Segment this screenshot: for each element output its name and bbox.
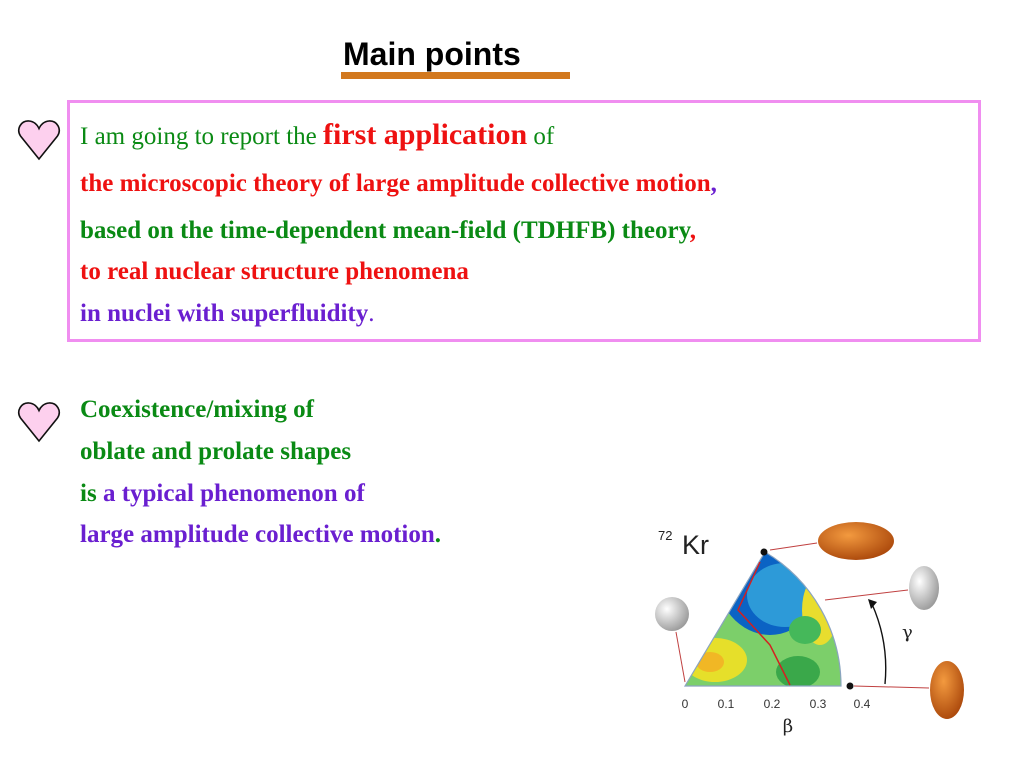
nucleus-mass-number: 72 (658, 528, 672, 543)
beta-tick-label: 0.1 (718, 697, 735, 711)
prolate-ellipsoid-icon (930, 661, 964, 719)
beta-tick-label: 0.3 (810, 697, 827, 711)
gamma-label: γ (902, 622, 913, 643)
main-point-box (67, 100, 981, 342)
point1-line2: the microscopic theory of large amplitud… (80, 170, 717, 197)
prolate-minimum-dot (760, 548, 768, 556)
triaxial-shape-icon (909, 566, 939, 610)
heart-bullet-icon (18, 120, 60, 161)
beta-tick-label: 0.4 (854, 697, 871, 711)
oblate-minimum-dot (846, 682, 854, 690)
point2-line3: is a typical phenomenon of (80, 480, 365, 507)
point2-line2: oblate and prolate shapes (80, 438, 352, 465)
beta-axis-label: β (783, 716, 793, 737)
heart-bullet-icon (18, 402, 60, 443)
point1-line4: to real nuclear structure phenomena (80, 258, 469, 285)
point1-line1: I am going to report the first applicati… (80, 118, 555, 151)
point1-line5: in nuclei with superfluidity. (80, 300, 375, 327)
gamma-arc (871, 603, 887, 685)
nucleus-symbol: Kr (682, 530, 709, 560)
point2-line1: Coexistence/mixing of (80, 396, 314, 423)
page-title: Main points (343, 36, 521, 72)
point2-line4: large amplitude collective motion. (80, 521, 442, 548)
title-underline (341, 72, 570, 79)
beta-tick-label: 0.2 (764, 697, 781, 711)
beta-tick-label: 0 (682, 697, 689, 711)
point1-line3: based on the time-dependent mean-field (… (80, 217, 696, 244)
spherical-shape-icon (655, 597, 689, 631)
kr72-energy-surface-diagram: 72 Kr γ 0 0.1 0.2 0.3 0.4 β (655, 522, 964, 737)
emphasis-first-application: first application (323, 118, 528, 151)
oblate-ellipsoid-icon (818, 522, 894, 560)
